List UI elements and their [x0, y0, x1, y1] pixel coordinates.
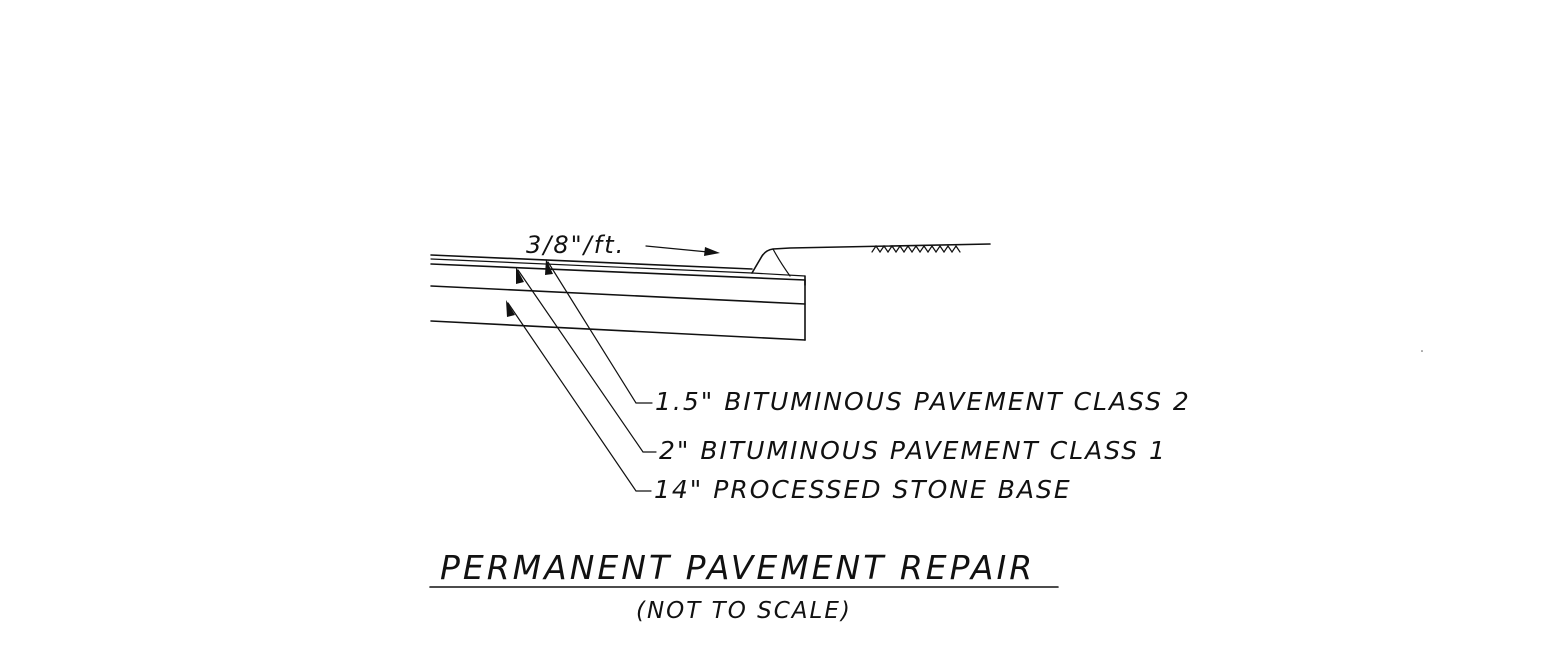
- callout-layer-1: 1.5" BITUMINOUS PAVEMENT CLASS 2: [655, 387, 1191, 416]
- base-top-line: [430, 285, 806, 305]
- leader-line-layer-3: [507, 302, 652, 492]
- leader-lines: [506, 259, 657, 492]
- slope-arrow-shaft: [645, 245, 709, 253]
- title-block: PERMANENT PAVEMENT REPAIR (NOT TO SCALE): [429, 548, 1059, 624]
- surface-top-line: [430, 254, 753, 270]
- base-bottom-line: [430, 320, 806, 341]
- slope-label: 3/8"/ft.: [526, 231, 625, 259]
- surface-bottom-line: [430, 258, 753, 274]
- ground-hatching: [871, 244, 961, 254]
- callout-layer-3: 14" PROCESSED STONE BASE: [654, 475, 1072, 504]
- leader-arrow-layer-2: [516, 267, 524, 284]
- binder-top-step: [751, 272, 806, 277]
- callout-layer-2: 2" BITUMINOUS PAVEMENT CLASS 1: [659, 436, 1167, 465]
- drawing-title: PERMANENT PAVEMENT REPAIR: [440, 548, 1035, 587]
- leader-arrow-layer-1: [545, 259, 553, 275]
- binder-bottom-line: [430, 263, 806, 281]
- drawing-subtitle: (NOT TO SCALE): [636, 598, 852, 624]
- curb-face: [772, 248, 791, 277]
- surface-course: [430, 254, 753, 274]
- leader-line-layer-1: [547, 261, 653, 404]
- callout-labels: 1.5" BITUMINOUS PAVEMENT CLASS 2 2" BITU…: [654, 387, 1191, 504]
- slope-annotation: 3/8"/ft.: [526, 231, 720, 259]
- leader-line-layer-2: [517, 269, 657, 453]
- leader-arrow-layer-3: [506, 300, 515, 317]
- slope-arrow-head: [704, 247, 720, 256]
- stone-base-course: [430, 279, 806, 341]
- scan-speck: [1421, 350, 1423, 352]
- curb: [751, 243, 991, 277]
